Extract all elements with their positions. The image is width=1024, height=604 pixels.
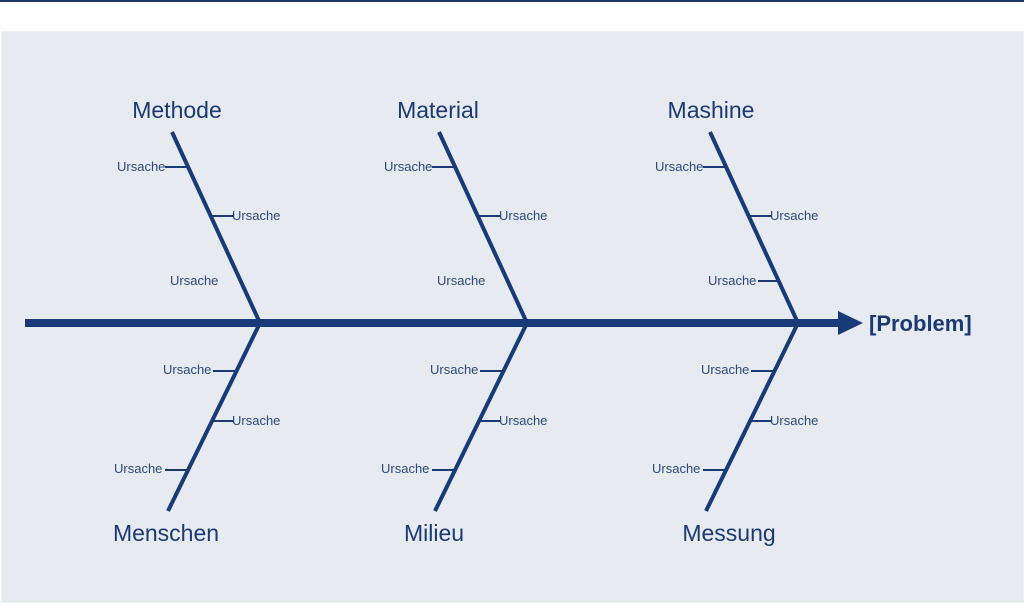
category-label-methode: Methode (132, 97, 222, 123)
cause-label: Ursache (770, 208, 818, 223)
bone-menschen (166, 322, 262, 512)
cause-label: Ursache (652, 461, 700, 476)
bone-material (437, 131, 529, 324)
cause-label: Ursache (437, 273, 485, 288)
problem-label: [Problem] (869, 311, 972, 336)
cause-label: Ursache (499, 208, 547, 223)
cause-label: Ursache (232, 413, 280, 428)
top-border-line (0, 0, 1024, 2)
bone-methode (170, 131, 262, 324)
category-label-mashine: Mashine (668, 97, 755, 123)
cause-label: Ursache (384, 159, 432, 174)
cause-label: Ursache (117, 159, 165, 174)
bone-messung (704, 322, 800, 512)
cause-label: Ursache (770, 413, 818, 428)
cause-label: Ursache (114, 461, 162, 476)
cause-label: Ursache (499, 413, 547, 428)
cause-label: Ursache (163, 362, 211, 377)
cause-label: Ursache (381, 461, 429, 476)
bone-mashine (708, 131, 800, 324)
category-label-milieu: Milieu (404, 520, 464, 546)
cause-label: Ursache (701, 362, 749, 377)
bone-milieu (433, 322, 529, 512)
cause-label: Ursache (170, 273, 218, 288)
category-label-material: Material (397, 97, 479, 123)
cause-label: Ursache (655, 159, 703, 174)
cause-label: Ursache (232, 208, 280, 223)
cause-label: Ursache (708, 273, 756, 288)
category-label-messung: Messung (682, 520, 775, 546)
category-label-menschen: Menschen (113, 520, 219, 546)
arrowhead-icon (838, 311, 863, 335)
cause-label: Ursache (430, 362, 478, 377)
